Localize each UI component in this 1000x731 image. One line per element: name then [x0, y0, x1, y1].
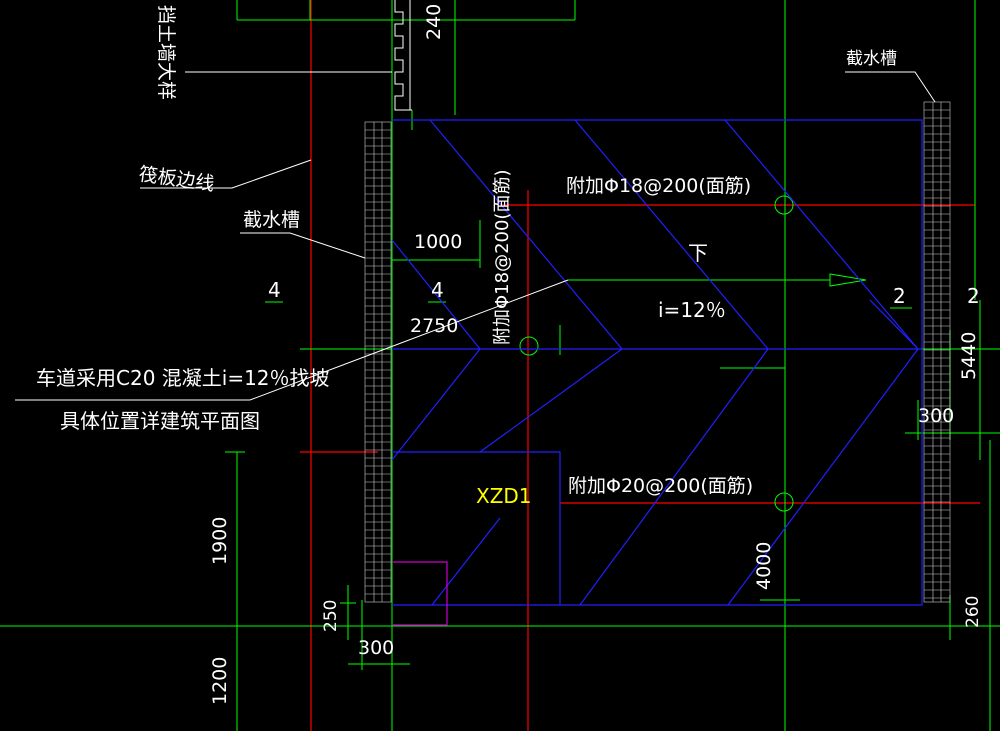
label-rebar-vertical: 附加Φ18@200(面筋): [492, 170, 513, 345]
rebar-marker-top: [774, 195, 794, 215]
wall-steps: [394, 0, 412, 111]
rebar-marker-bottom: [774, 492, 794, 512]
ramp-outline: [391, 119, 923, 606]
hatch-9: [431, 517, 501, 606]
hatch-5: [391, 348, 481, 461]
hatch-6: [479, 348, 623, 453]
axis-mark-mid-4: 4: [431, 278, 444, 302]
axis-mark-left-4: 4: [268, 278, 281, 302]
hatch-8: [727, 348, 919, 606]
trench-rows: [365, 109, 950, 599]
label-wall-vertical: 挡土墙大样: [155, 5, 177, 100]
label-cutoff-trench-right: 截水槽: [846, 49, 897, 69]
label-slope-ratio: i=12％: [658, 298, 726, 322]
trench-right-frame: [923, 101, 951, 603]
leader-raft-edge: [140, 159, 312, 189]
dim-text-4000: 4000: [753, 542, 775, 590]
dim-text-300-bottom: 300: [358, 637, 394, 659]
dim-text-1900: 1900: [209, 517, 231, 565]
hatch-2: [574, 119, 769, 350]
leader-trench-left: [240, 232, 366, 259]
label-ramp-note-2: 具体位置详建筑平面图: [60, 409, 260, 433]
label-ramp-note-1: 车道采用C20 混凝土i=12％找坡: [36, 366, 330, 390]
dim-text-300-right: 300: [918, 405, 954, 427]
label-rebar-bottom: 附加Φ20@200(面筋): [568, 475, 753, 497]
slope-arrow-head: [829, 273, 867, 287]
label-slope-down: 下: [688, 241, 708, 265]
hatch-10: [869, 299, 919, 350]
retaining-wall-profile: [394, 0, 412, 111]
dim-text-1000: 1000: [414, 231, 462, 253]
dim-text-1200: 1200: [209, 657, 231, 705]
leader-lines: [15, 71, 936, 401]
label-member-tag: XZD1: [476, 484, 532, 508]
leader-ramp-note: [15, 279, 569, 401]
dim-text-5440: 5440: [958, 332, 980, 380]
axis-mark-right-2a: 2: [893, 284, 906, 308]
label-cutoff-trench-left: 截水槽: [243, 209, 300, 231]
column-notch: [392, 451, 561, 605]
axis-lines: [300, 0, 980, 731]
hatch-3: [724, 119, 919, 350]
dim-text-260: 260: [963, 596, 983, 628]
leader-trench-right: [845, 71, 936, 103]
dim-text-250: 250: [321, 600, 341, 632]
rebar-marker-mid: [519, 336, 539, 356]
hatch-7: [579, 348, 769, 606]
hatch-1: [429, 119, 623, 350]
corner-marker: [392, 561, 448, 626]
ramp-boundary: [392, 119, 923, 606]
dim-text-240: 240: [423, 4, 445, 40]
hatch-4: [391, 239, 481, 350]
label-rebar-top: 附加Φ18@200(面筋): [566, 175, 751, 197]
cutoff-trench-right: [923, 101, 951, 603]
label-raft-edge: 筏板边线: [137, 163, 215, 195]
axis-mark-right-2b: 2: [967, 284, 980, 308]
dim-text-2750: 2750: [410, 315, 458, 337]
